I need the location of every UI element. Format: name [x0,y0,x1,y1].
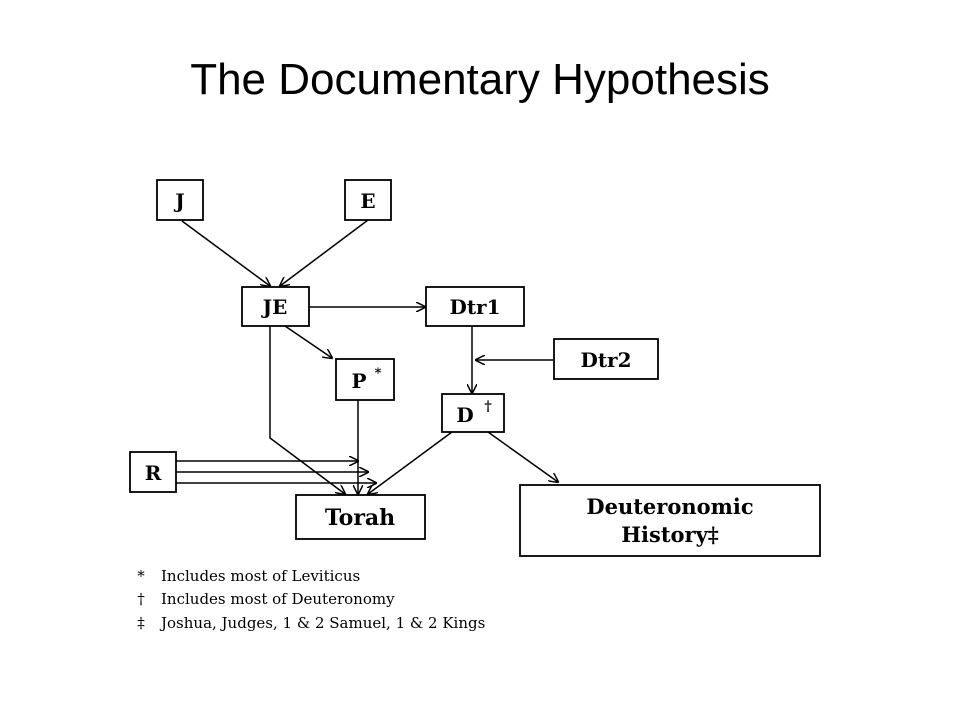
legend-text: Includes most of Deuteronomy [161,590,395,608]
node-j-label: J [173,189,184,213]
node-e: E [344,179,392,221]
legend-text: Includes most of Leviticus [161,567,360,585]
node-dtr1: Dtr1 [425,286,525,327]
slide-title: The Documentary Hypothesis [190,55,770,104]
edge-je-to-p [284,325,332,358]
node-je: JE [241,286,310,327]
node-d-label: D [456,403,473,427]
node-torah-label: Torah [325,505,395,531]
node-dtr2-label: Dtr2 [580,348,631,372]
legend-mark: ‡ [137,614,145,632]
node-e-label: E [360,189,375,213]
node-dtr2: Dtr2 [553,338,659,380]
node-dh-line2: History‡ [621,522,719,547]
edge-d-to-history [487,431,558,482]
node-je-label: JE [261,295,288,319]
node-dh-line1: Deuteronomic [586,494,753,519]
edge-j-to-je [181,220,270,286]
legend-item: * Includes most of Leviticus [137,567,360,585]
edge-d-to-torah [368,431,453,494]
node-d-mark: † [484,399,491,415]
node-deuteronomic-history: Deuteronomic History‡ [519,484,821,557]
node-r: R [129,451,177,493]
node-torah: Torah [295,494,426,540]
legend-item: † Includes most of Deuteronomy [137,590,395,608]
diagram-edges [176,219,558,494]
edge-e-to-je [280,219,369,286]
node-p: P * [335,358,395,401]
node-p-mark: * [375,366,382,381]
node-j: J [156,179,204,221]
legend-mark: † [137,590,145,608]
legend-text: Joshua, Judges, 1 & 2 Samuel, 1 & 2 King… [159,614,485,632]
legend-mark: * [137,567,145,585]
edge-je-to-torah [269,326,345,494]
legend: * Includes most of Leviticus † Includes … [137,567,485,632]
node-p-label: P [351,369,366,393]
node-d: D † [441,393,505,433]
node-r-label: R [145,461,162,485]
legend-item: ‡ Joshua, Judges, 1 & 2 Samuel, 1 & 2 Ki… [137,614,485,632]
node-dtr1-label: Dtr1 [449,295,500,319]
